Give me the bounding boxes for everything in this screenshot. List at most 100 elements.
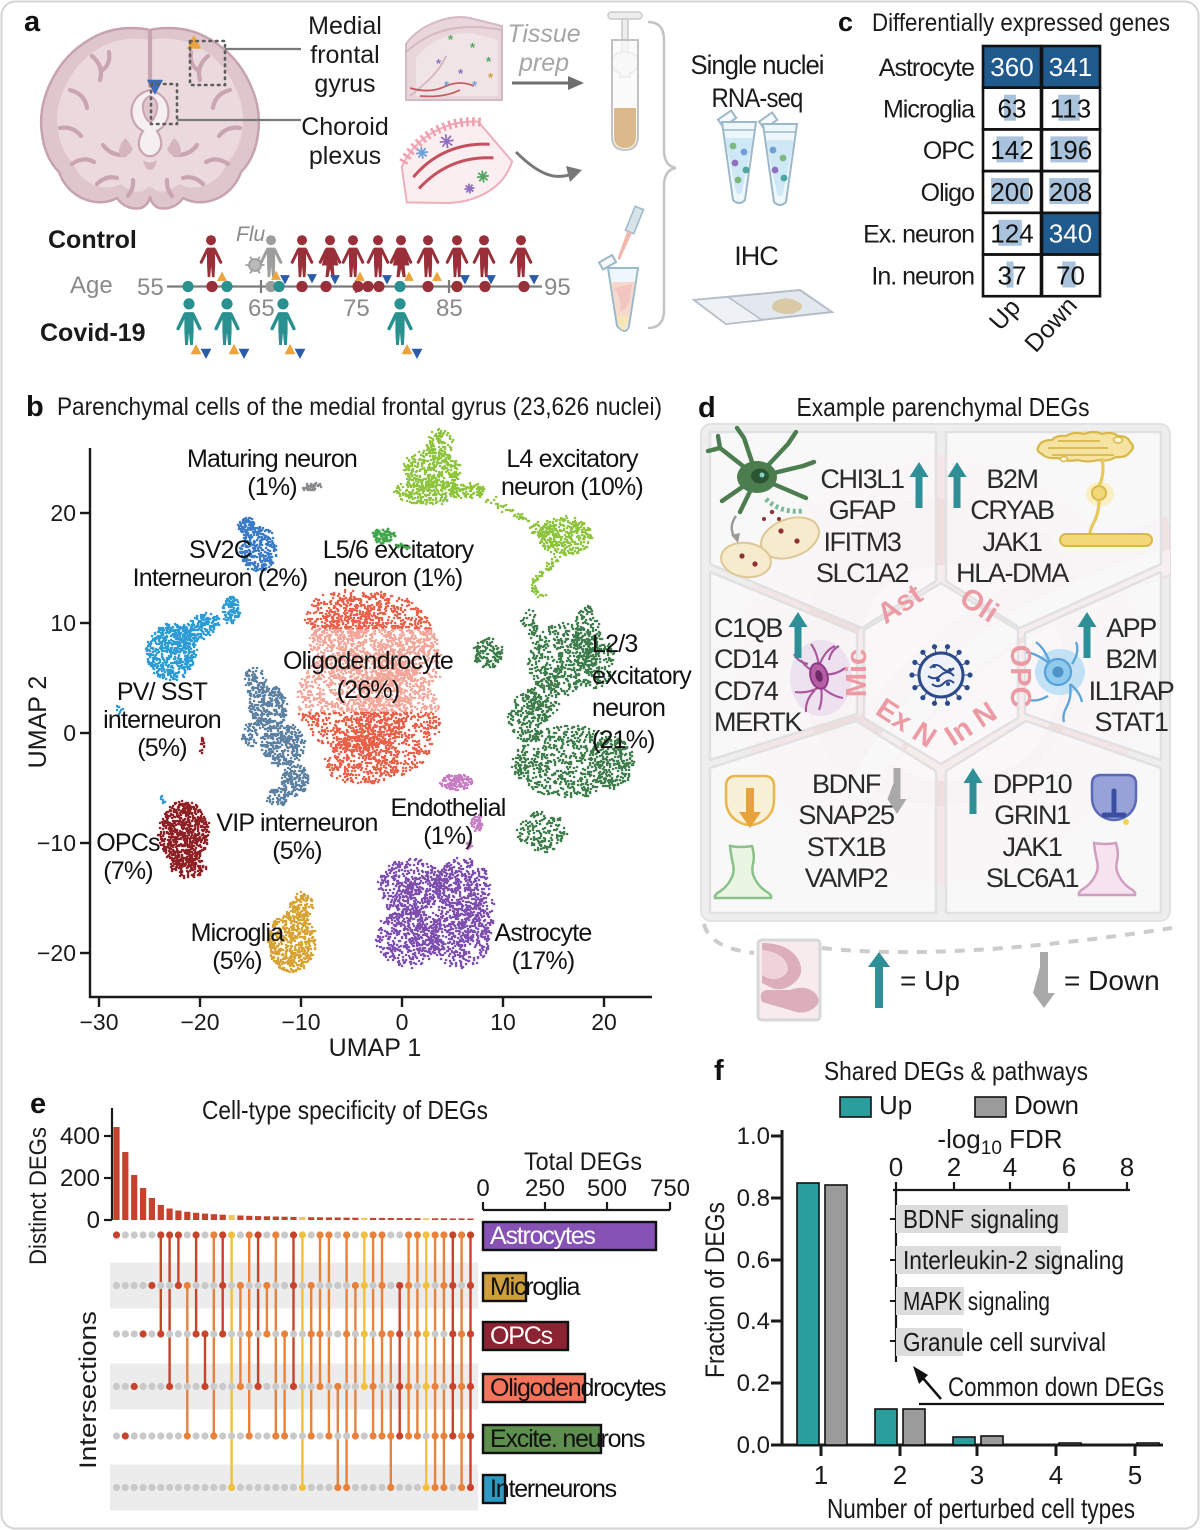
svg-text:= Up: = Up bbox=[900, 965, 960, 996]
svg-text:CRYAB: CRYAB bbox=[970, 495, 1054, 525]
svg-text:plexus: plexus bbox=[309, 142, 381, 170]
svg-text:L2/3: L2/3 bbox=[592, 630, 637, 658]
svg-text:5: 5 bbox=[1128, 1460, 1142, 1490]
svg-text:(5%): (5%) bbox=[272, 837, 322, 865]
svg-text:200: 200 bbox=[990, 177, 1033, 207]
svg-text:OPC: OPC bbox=[1004, 645, 1036, 708]
svg-text:(5%): (5%) bbox=[212, 947, 262, 975]
svg-text:*: * bbox=[472, 78, 478, 93]
svg-text:SV2C: SV2C bbox=[189, 536, 252, 564]
svg-text:Choroid: Choroid bbox=[301, 113, 389, 141]
svg-text:Tissue: Tissue bbox=[507, 20, 580, 48]
svg-text:Microglia: Microglia bbox=[191, 919, 285, 947]
svg-text:65: 65 bbox=[248, 295, 275, 322]
svg-text:Single nuclei: Single nuclei bbox=[691, 50, 824, 80]
svg-text:400: 400 bbox=[60, 1123, 100, 1150]
svg-text:neuron (1%): neuron (1%) bbox=[334, 564, 463, 592]
svg-text:IL1RAP: IL1RAP bbox=[1089, 676, 1174, 706]
svg-text:−30: −30 bbox=[79, 1009, 118, 1035]
svg-text:IHC: IHC bbox=[734, 241, 778, 271]
svg-text:208: 208 bbox=[1049, 177, 1092, 207]
svg-text:−10: −10 bbox=[281, 1009, 320, 1035]
svg-text:UMAP 1: UMAP 1 bbox=[329, 1034, 422, 1062]
svg-text:(26%): (26%) bbox=[337, 676, 400, 704]
svg-text:Covid-19: Covid-19 bbox=[40, 319, 146, 347]
svg-text:Granule cell survival: Granule cell survival bbox=[903, 1327, 1106, 1357]
svg-text:BDNF signaling: BDNF signaling bbox=[903, 1204, 1059, 1234]
svg-text:Example parenchymal DEGs: Example parenchymal DEGs bbox=[797, 392, 1090, 422]
svg-text:SNAP25: SNAP25 bbox=[798, 800, 894, 830]
svg-text:113: 113 bbox=[1050, 94, 1091, 124]
svg-text:0: 0 bbox=[396, 1009, 409, 1035]
svg-text:(1%): (1%) bbox=[247, 473, 297, 501]
svg-text:Interneuron (2%): Interneuron (2%) bbox=[133, 564, 308, 592]
svg-text:b: b bbox=[26, 391, 44, 423]
svg-text:20: 20 bbox=[591, 1009, 617, 1035]
svg-text:gyrus: gyrus bbox=[314, 70, 375, 98]
svg-text:2: 2 bbox=[893, 1460, 907, 1490]
svg-text:MERTK: MERTK bbox=[714, 707, 802, 737]
svg-text:L4 excitatory: L4 excitatory bbox=[506, 445, 639, 473]
svg-text:RNA-seq: RNA-seq bbox=[712, 83, 803, 113]
svg-text:Control: Control bbox=[48, 226, 137, 254]
svg-text:Flu: Flu bbox=[236, 223, 265, 246]
svg-text:JAK1: JAK1 bbox=[983, 527, 1042, 557]
svg-text:a: a bbox=[24, 6, 41, 38]
svg-text:Ex. neuron: Ex. neuron bbox=[863, 221, 974, 249]
svg-text:1: 1 bbox=[814, 1460, 828, 1490]
svg-text:0: 0 bbox=[63, 720, 76, 746]
svg-text:341: 341 bbox=[1049, 52, 1092, 82]
svg-text:(1%): (1%) bbox=[423, 822, 473, 850]
svg-text:Microglia: Microglia bbox=[490, 1273, 581, 1301]
svg-text:Oligodendrocytes: Oligodendrocytes bbox=[490, 1374, 666, 1402]
svg-text:Mic: Mic bbox=[841, 649, 873, 697]
svg-text:4: 4 bbox=[1049, 1460, 1063, 1490]
svg-text:PV/ SST: PV/ SST bbox=[117, 678, 208, 706]
svg-text:Differentially expressed genes: Differentially expressed genes bbox=[872, 9, 1170, 37]
svg-text:360: 360 bbox=[990, 52, 1033, 82]
svg-text:Astrocyte: Astrocyte bbox=[495, 919, 592, 947]
svg-text:(7%): (7%) bbox=[103, 857, 153, 885]
svg-text:APP: APP bbox=[1106, 613, 1156, 643]
svg-text:Number of perturbed cell types: Number of perturbed cell types bbox=[827, 1493, 1135, 1524]
svg-text:0: 0 bbox=[889, 1152, 903, 1182]
svg-text:0: 0 bbox=[87, 1207, 100, 1234]
svg-text:neuron: neuron bbox=[592, 694, 665, 722]
svg-text:70: 70 bbox=[1056, 260, 1085, 290]
svg-text:1.0: 1.0 bbox=[737, 1123, 770, 1150]
svg-text:VAMP2: VAMP2 bbox=[805, 863, 888, 893]
svg-text:GFAP: GFAP bbox=[829, 495, 896, 525]
svg-text:Oligodendrocyte: Oligodendrocyte bbox=[283, 647, 453, 675]
svg-text:Astrocyte: Astrocyte bbox=[879, 54, 974, 82]
svg-text:= Down: = Down bbox=[1064, 965, 1160, 996]
svg-text:*: * bbox=[448, 32, 454, 47]
svg-text:CD74: CD74 bbox=[714, 676, 779, 706]
svg-text:B2M: B2M bbox=[1105, 644, 1156, 674]
svg-text:STAT1: STAT1 bbox=[1094, 707, 1167, 737]
svg-text:250: 250 bbox=[525, 1175, 565, 1202]
svg-text:prep: prep bbox=[518, 49, 569, 77]
svg-text:Oligo: Oligo bbox=[921, 179, 974, 207]
svg-text:0.0: 0.0 bbox=[737, 1432, 770, 1459]
svg-text:−10: −10 bbox=[37, 830, 76, 856]
svg-text:interneuron: interneuron bbox=[103, 706, 221, 734]
svg-text:−20: −20 bbox=[180, 1009, 219, 1035]
svg-text:HLA-DMA: HLA-DMA bbox=[956, 558, 1069, 588]
svg-text:frontal: frontal bbox=[310, 41, 379, 69]
svg-text:Fraction of DEGs: Fraction of DEGs bbox=[700, 1202, 730, 1378]
svg-text:JAK1: JAK1 bbox=[1003, 832, 1062, 862]
svg-text:In. neuron: In. neuron bbox=[871, 262, 974, 290]
svg-text:SLC1A2: SLC1A2 bbox=[816, 558, 909, 588]
svg-text:(5%): (5%) bbox=[137, 734, 187, 762]
svg-text:STX1B: STX1B bbox=[807, 832, 886, 862]
svg-text:3: 3 bbox=[970, 1460, 984, 1490]
svg-text:DPP10: DPP10 bbox=[993, 769, 1072, 799]
svg-text:20: 20 bbox=[50, 500, 76, 526]
svg-text:CD14: CD14 bbox=[714, 644, 779, 674]
svg-text:Medial: Medial bbox=[308, 12, 382, 40]
svg-text:*: * bbox=[488, 70, 494, 85]
svg-text:6: 6 bbox=[1062, 1152, 1076, 1182]
svg-text:L5/6 excitatory: L5/6 excitatory bbox=[323, 536, 475, 564]
svg-text:142: 142 bbox=[990, 135, 1033, 165]
svg-text:Intersections: Intersections bbox=[75, 1311, 102, 1469]
